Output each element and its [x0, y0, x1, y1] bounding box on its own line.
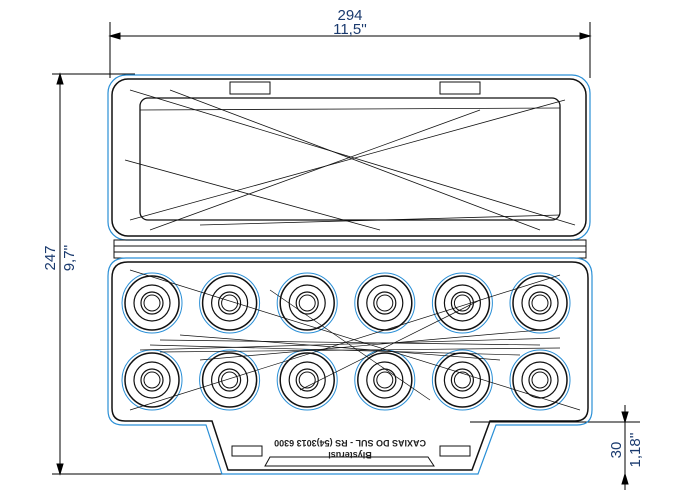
cup-ring: [354, 349, 416, 411]
cup-ring: [521, 361, 559, 399]
tab-mm-label: 30: [608, 442, 625, 459]
cup-ring: [431, 272, 493, 334]
cup-ring: [221, 371, 239, 389]
cup-ring: [279, 352, 335, 408]
cup-ring: [431, 349, 493, 411]
cup-ring: [521, 284, 559, 322]
cup-ring: [376, 371, 394, 389]
cup-ring: [373, 291, 397, 315]
cup-ring: [295, 368, 319, 392]
cup-ring: [121, 349, 183, 411]
cup-ring: [143, 294, 161, 312]
cup-ring: [276, 272, 338, 334]
width-mm-label: 294: [337, 7, 362, 24]
cup-ring: [298, 294, 316, 312]
cup-ring: [140, 368, 164, 392]
cup-ring: [453, 371, 471, 389]
tab-dimension: [470, 405, 640, 490]
egg-cup: [431, 272, 493, 334]
egg-cup: [199, 272, 261, 334]
cup-ring: [354, 272, 416, 334]
cup-ring: [528, 291, 552, 315]
cup-ring: [528, 368, 552, 392]
cup-ring: [443, 284, 481, 322]
cup-ring: [276, 349, 338, 411]
width-dimension: [108, 22, 592, 78]
carton-lid: [107, 74, 591, 259]
cup-ring: [357, 275, 413, 331]
egg-cup: [276, 272, 338, 334]
cup-ring: [288, 361, 326, 399]
egg-cup: [121, 349, 183, 411]
cup-ring: [295, 291, 319, 315]
cup-ring: [143, 371, 161, 389]
egg-cup: [509, 349, 571, 411]
cup-ring: [512, 352, 568, 408]
cup-ring: [221, 294, 239, 312]
egg-cup: [354, 272, 416, 334]
cup-ring: [218, 291, 242, 315]
cup-ring: [133, 284, 171, 322]
cup-ring: [199, 272, 261, 334]
cup-ring: [121, 272, 183, 334]
width-in-label: 11,5'': [333, 21, 367, 38]
cup-ring: [201, 352, 258, 408]
cup-ring: [211, 284, 249, 322]
egg-cup: [199, 349, 261, 411]
cup-ring: [509, 349, 571, 411]
height-mm-label: 247: [42, 245, 59, 270]
cup-ring: [133, 361, 171, 399]
cup-ring: [366, 361, 404, 399]
cup-ring: [357, 352, 413, 408]
cup-ring: [434, 275, 491, 331]
brand-label: Blysterusl: [328, 450, 372, 460]
cup-ring: [218, 368, 242, 392]
cup-ring: [140, 291, 164, 315]
cup-ring: [211, 361, 249, 399]
cup-ring: [512, 275, 568, 331]
cup-ring: [531, 371, 549, 389]
cup-ring: [450, 368, 474, 392]
height-in-label: 9,7'': [61, 245, 78, 272]
egg-cup: [276, 349, 338, 411]
height-dimension: [52, 72, 470, 476]
cup-ring: [366, 284, 404, 322]
cup-ring: [279, 275, 335, 331]
cup-ring: [509, 272, 571, 334]
carton-tray: [107, 257, 593, 475]
tab-in-label: 1,18'': [627, 432, 644, 467]
cup-ring: [201, 275, 258, 331]
cup-ring: [124, 352, 180, 408]
egg-cup: [431, 349, 493, 411]
egg-cup: [354, 349, 416, 411]
egg-cup: [121, 272, 183, 334]
address-label: CAXIAS DO SUL - RS (54)3013 6300: [274, 438, 426, 448]
cup-ring: [124, 275, 180, 331]
egg-cup: [509, 272, 571, 334]
cup-ring: [434, 352, 491, 408]
cup-ring: [531, 294, 549, 312]
cup-ring: [443, 361, 481, 399]
cup-ring: [376, 294, 394, 312]
cup-ring: [199, 349, 261, 411]
cup-ring: [298, 371, 316, 389]
